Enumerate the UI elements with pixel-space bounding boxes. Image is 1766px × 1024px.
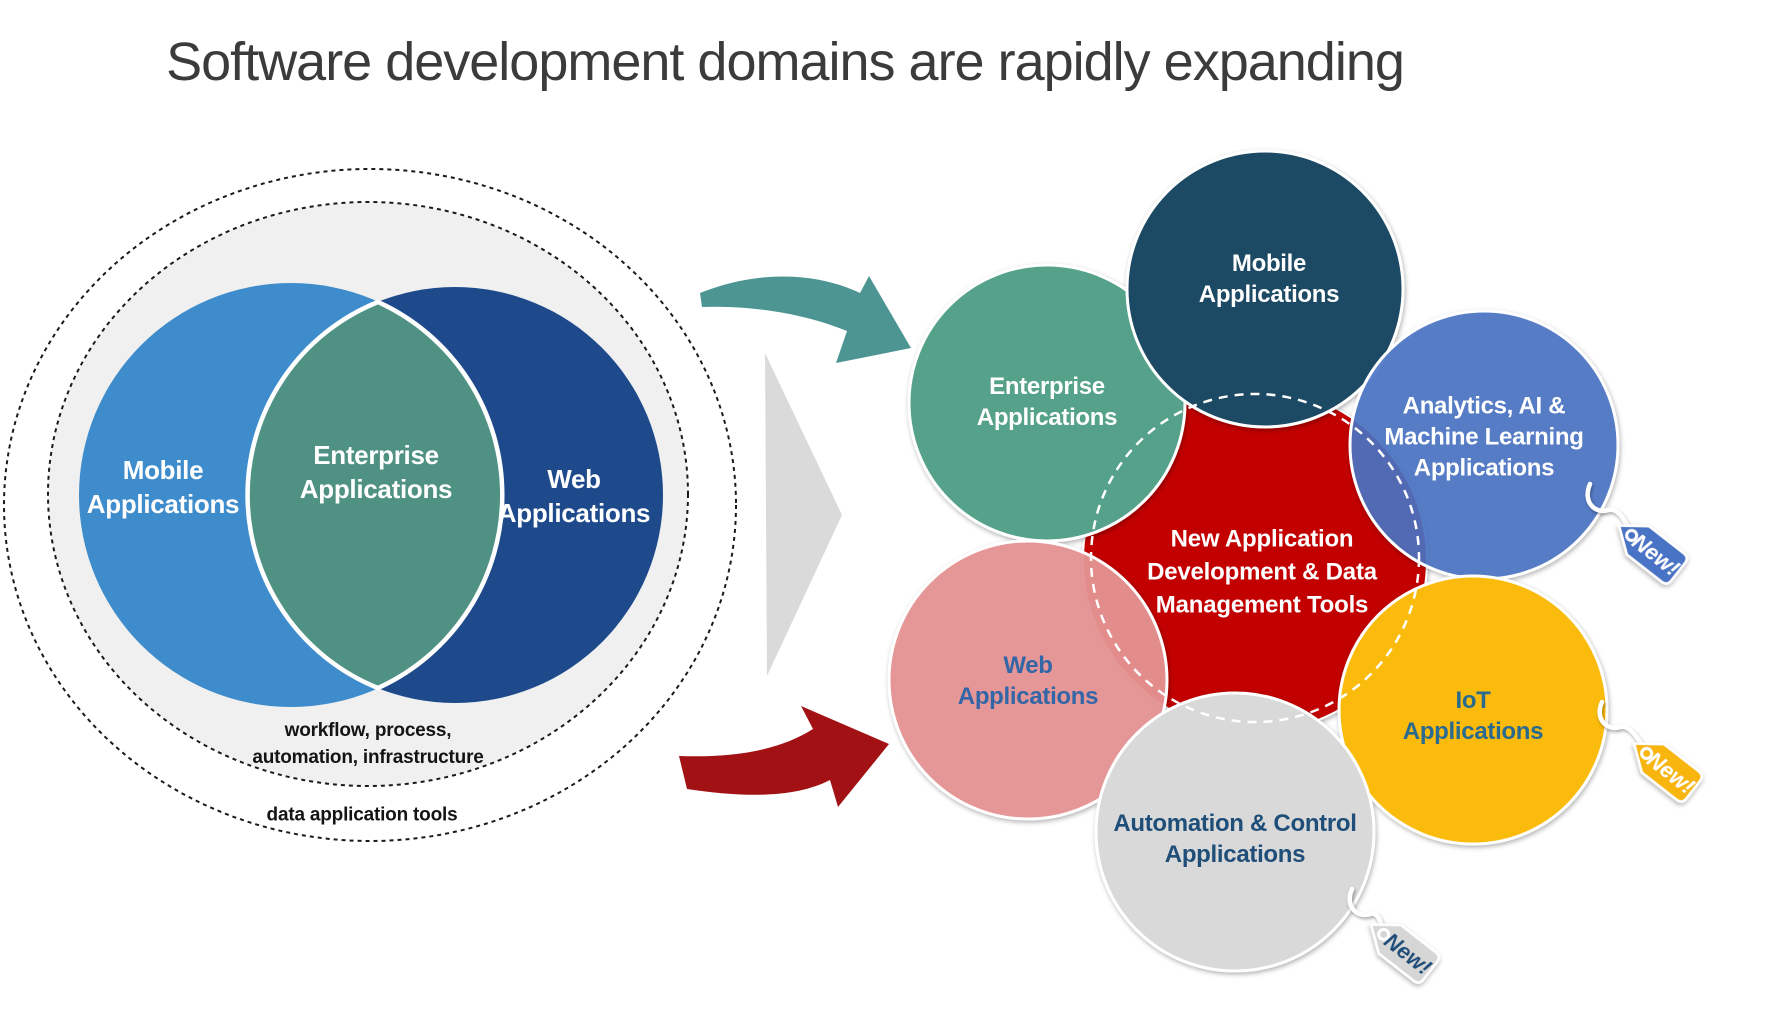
new-tag-iot: New! [1597, 699, 1704, 803]
satellite-circle-analytics [1348, 309, 1620, 581]
venn-overlap-lens [245, 299, 505, 691]
new-tag-automation: New! [1347, 886, 1441, 984]
satellite-circle-mobile [1125, 149, 1405, 429]
expand-triangle-icon [765, 353, 842, 676]
satellite-circle-iot [1337, 574, 1609, 846]
tag-string-analytics-icon [1585, 481, 1635, 538]
hub-dashed-circle [1089, 392, 1421, 724]
teal-curved-arrow-icon [700, 276, 911, 363]
outer-dashed-ellipse [3, 168, 737, 842]
tag-hole-icon [1640, 746, 1654, 760]
tag-string-iot-icon [1597, 699, 1650, 756]
red-curved-arrow-icon [679, 706, 889, 807]
tag-hole-icon [1625, 528, 1639, 542]
satellite-circle-automation [1094, 691, 1376, 973]
tag-hole-icon [1377, 927, 1391, 941]
satellite-circle-web [887, 539, 1169, 821]
